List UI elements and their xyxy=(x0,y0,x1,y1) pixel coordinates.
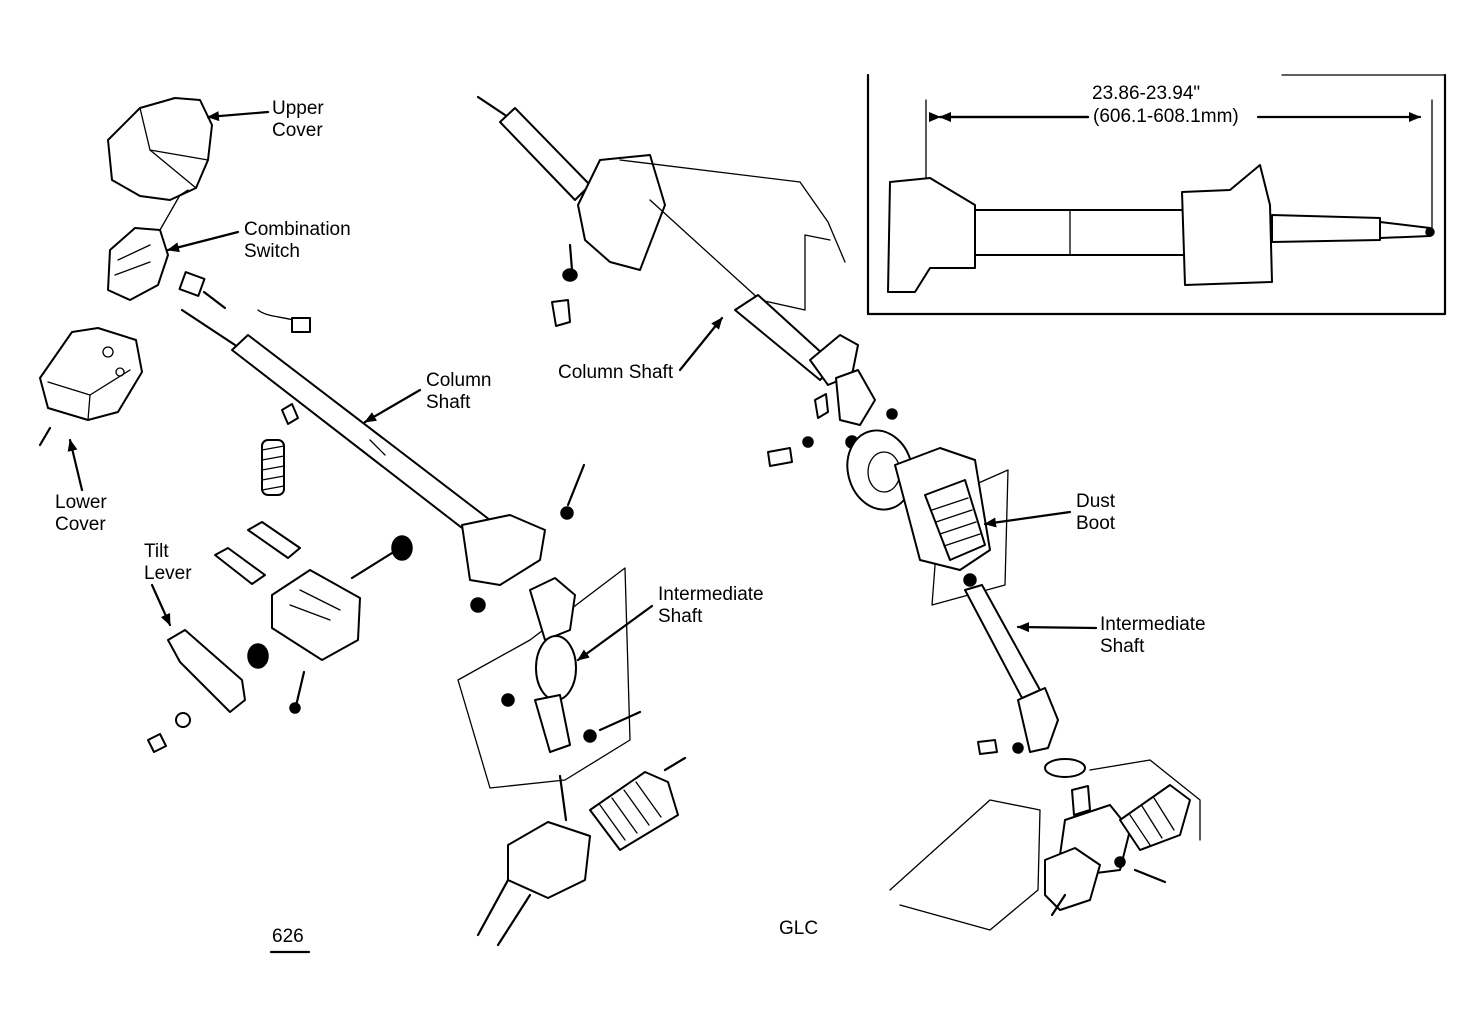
label-combination-switch: Combination Switch xyxy=(244,219,351,263)
label-tilt-lever-line1: Tilt xyxy=(144,541,169,562)
label-intermediate-shaft-left-line1: Intermediate xyxy=(658,584,764,605)
label-tilt-lever: Tilt Lever xyxy=(144,541,192,585)
dust-boot-part xyxy=(894,447,1009,606)
label-tilt-lever-line2: Lever xyxy=(144,563,192,584)
label-intermediate-shaft-left-line2: Shaft xyxy=(658,606,703,627)
label-lower-cover-line1: Lower xyxy=(55,492,107,513)
column-shaft-right-part xyxy=(476,95,898,467)
label-column-shaft-left: Column Shaft xyxy=(426,370,491,414)
label-intermediate-shaft-right-line1: Intermediate xyxy=(1100,614,1206,635)
label-column-shaft-left-line1: Column xyxy=(426,370,492,391)
caption-626: 626 xyxy=(272,926,304,947)
label-column-shaft-left-line2: Shaft xyxy=(426,392,471,413)
inset-dimension-mm: (606.1-608.1mm) xyxy=(1093,106,1239,127)
label-intermediate-shaft-right: Intermediate Shaft xyxy=(1100,614,1206,658)
combination-switch-part xyxy=(107,189,227,310)
label-combination-switch-line2: Switch xyxy=(244,241,300,262)
label-intermediate-shaft-right-line2: Shaft xyxy=(1100,636,1145,657)
label-upper-cover: Upper Cover xyxy=(272,98,324,142)
lower-cover-part xyxy=(38,327,143,447)
dimension-inset xyxy=(866,73,1447,316)
steering-rack-left-part xyxy=(476,756,687,947)
upper-cover-part xyxy=(107,97,213,201)
column-shaft-left-part xyxy=(180,308,546,613)
intermediate-shaft-left-part xyxy=(457,463,642,789)
caption-glc: GLC xyxy=(779,918,819,939)
label-upper-cover-line1: Upper xyxy=(272,98,324,119)
label-intermediate-shaft-left: Intermediate Shaft xyxy=(658,584,764,628)
label-lower-cover: Lower Cover xyxy=(55,492,107,536)
label-upper-cover-line2: Cover xyxy=(272,120,323,141)
intermediate-shaft-right-part xyxy=(963,573,1086,778)
steering-rack-right-part xyxy=(889,759,1201,931)
label-lower-cover-line2: Cover xyxy=(55,514,106,535)
label-dust-boot-line2: Boot xyxy=(1076,513,1116,534)
label-combination-switch-line1: Combination xyxy=(244,219,351,240)
leader-arrows xyxy=(67,110,1098,662)
inset-dimension-inches: 23.86-23.94" xyxy=(1092,83,1201,104)
tilt-assembly-part xyxy=(147,521,413,753)
label-dust-boot: Dust Boot xyxy=(1076,491,1115,535)
spring-part xyxy=(261,439,285,496)
label-column-shaft-right: Column Shaft xyxy=(558,362,674,383)
label-dust-boot-line1: Dust xyxy=(1076,491,1116,512)
